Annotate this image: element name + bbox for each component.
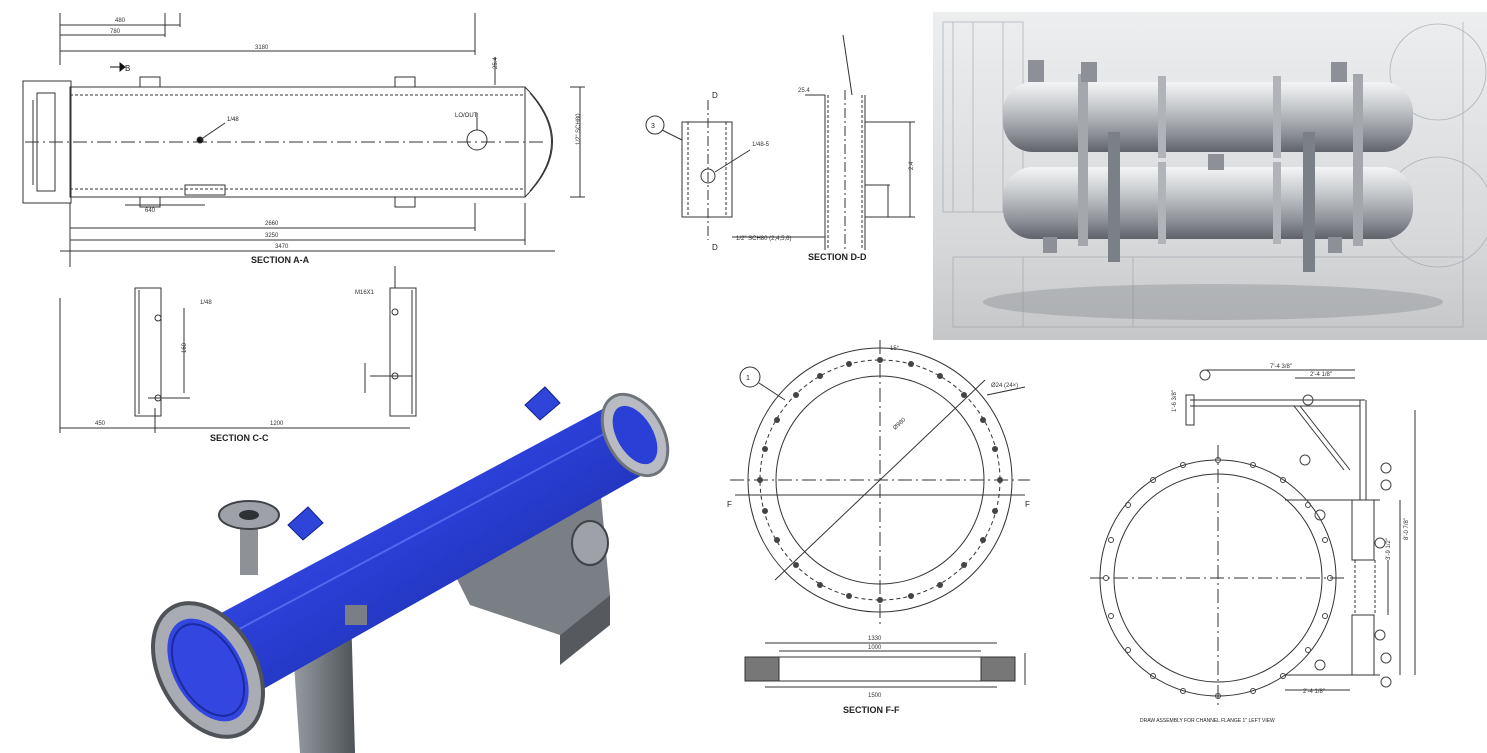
svg-text:2'-4 1/8": 2'-4 1/8" bbox=[1310, 372, 1332, 378]
svg-text:25.4: 25.4 bbox=[493, 57, 499, 69]
channel-flange-caption: DRAW ASSEMBLY FOR CHANNEL FLANGE 1" LEFT… bbox=[1140, 718, 1275, 724]
svg-text:1'-6 3/8": 1'-6 3/8" bbox=[1172, 390, 1178, 412]
svg-text:480: 480 bbox=[115, 18, 126, 24]
section-label-c-c: SECTION C-C bbox=[210, 433, 269, 443]
section-mark-b: B bbox=[125, 64, 130, 73]
svg-text:Ø24 (24×): Ø24 (24×) bbox=[991, 383, 1018, 389]
section-arrow-icon bbox=[110, 61, 126, 73]
stacked-heat-exchangers-icon bbox=[942, 21, 1487, 328]
section-c-c-svg: 450 1200 160 1/48 M16X1 SECTION C-C bbox=[59, 266, 417, 443]
svg-text:3470: 3470 bbox=[275, 244, 289, 250]
section-label-a-a: SECTION A-A bbox=[251, 255, 310, 265]
svg-text:3'-9 1/2": 3'-9 1/2" bbox=[1386, 538, 1392, 560]
section-mark-d-top: D bbox=[712, 91, 718, 100]
drawing-section-f-f: 15° Ø24 (24×) Ø980 1330 1000 1500 1 F F … bbox=[715, 335, 1060, 720]
svg-text:640: 640 bbox=[145, 208, 156, 214]
nozzle-label-1: 1/48 bbox=[227, 117, 239, 123]
svg-text:1330: 1330 bbox=[868, 636, 882, 642]
svg-text:450: 450 bbox=[95, 421, 106, 427]
svg-text:1/2" SCH80 (2,4,5,6): 1/2" SCH80 (2,4,5,6) bbox=[736, 236, 792, 242]
section-label-f-f: SECTION F-F bbox=[843, 705, 900, 715]
svg-text:1500: 1500 bbox=[868, 693, 882, 699]
nozzle-label-2: LO/OUT bbox=[455, 113, 478, 119]
section-mark-f-right: F bbox=[1025, 500, 1030, 509]
svg-text:8'-0 7/8": 8'-0 7/8" bbox=[1404, 518, 1410, 540]
svg-text:7'-4 3/8": 7'-4 3/8" bbox=[1270, 364, 1292, 370]
photo-stacked-exchangers bbox=[933, 12, 1487, 340]
svg-text:1/48-5: 1/48-5 bbox=[752, 142, 770, 148]
svg-text:Ø980: Ø980 bbox=[892, 417, 907, 432]
svg-text:3250: 3250 bbox=[265, 233, 279, 239]
svg-text:2.4: 2.4 bbox=[909, 161, 915, 170]
section-mark-d-bottom: D bbox=[712, 243, 718, 252]
svg-text:1/48: 1/48 bbox=[200, 300, 212, 306]
section-d-d-svg: 1/48-5 1/2" SCH80 (2,4,5,6) 25.4 2.4 3 D… bbox=[645, 34, 915, 262]
section-f-f-svg: 15° Ø24 (24×) Ø980 1330 1000 1500 1 F F … bbox=[727, 340, 1030, 715]
blue-vessel-3d-icon bbox=[151, 386, 670, 753]
svg-text:15°: 15° bbox=[890, 346, 900, 352]
svg-text:1000: 1000 bbox=[868, 645, 882, 651]
svg-text:780: 780 bbox=[110, 29, 121, 35]
section-mark-f-left: F bbox=[727, 500, 732, 509]
svg-text:2660: 2660 bbox=[265, 221, 279, 227]
drawing-section-a-a: 480 780 3180 2660 3250 3470 640 1/2" SCH… bbox=[15, 5, 615, 275]
svg-text:25.4: 25.4 bbox=[798, 88, 810, 94]
balloon-3: 3 bbox=[651, 123, 655, 130]
svg-text:1/2" SCH80: 1/2" SCH80 bbox=[576, 113, 582, 145]
section-label-d-d: SECTION D-D bbox=[808, 252, 867, 262]
drawing-channel-flange: 7'-4 3/8" 2'-4 1/8" 1'-6 3/8" 8'-0 7/8" … bbox=[1090, 360, 1420, 725]
drawing-section-c-c: 450 1200 160 1/48 M16X1 SECTION C-C bbox=[40, 258, 440, 448]
render-blue-vessel bbox=[140, 375, 680, 753]
svg-text:M16X1: M16X1 bbox=[355, 290, 375, 296]
svg-text:3180: 3180 bbox=[255, 45, 269, 51]
svg-text:1200: 1200 bbox=[270, 421, 284, 427]
section-a-a-svg: 480 780 3180 2660 3250 3470 640 1/2" SCH… bbox=[22, 13, 585, 267]
channel-flange-svg: 7'-4 3/8" 2'-4 1/8" 1'-6 3/8" 8'-0 7/8" … bbox=[1090, 364, 1416, 724]
svg-text:160: 160 bbox=[182, 342, 188, 353]
drawing-section-d-d: 1/48-5 1/2" SCH80 (2,4,5,6) 25.4 2.4 3 D… bbox=[630, 30, 930, 265]
svg-text:2'-4 1/8": 2'-4 1/8" bbox=[1303, 689, 1325, 695]
balloon-1: 1 bbox=[746, 375, 750, 382]
